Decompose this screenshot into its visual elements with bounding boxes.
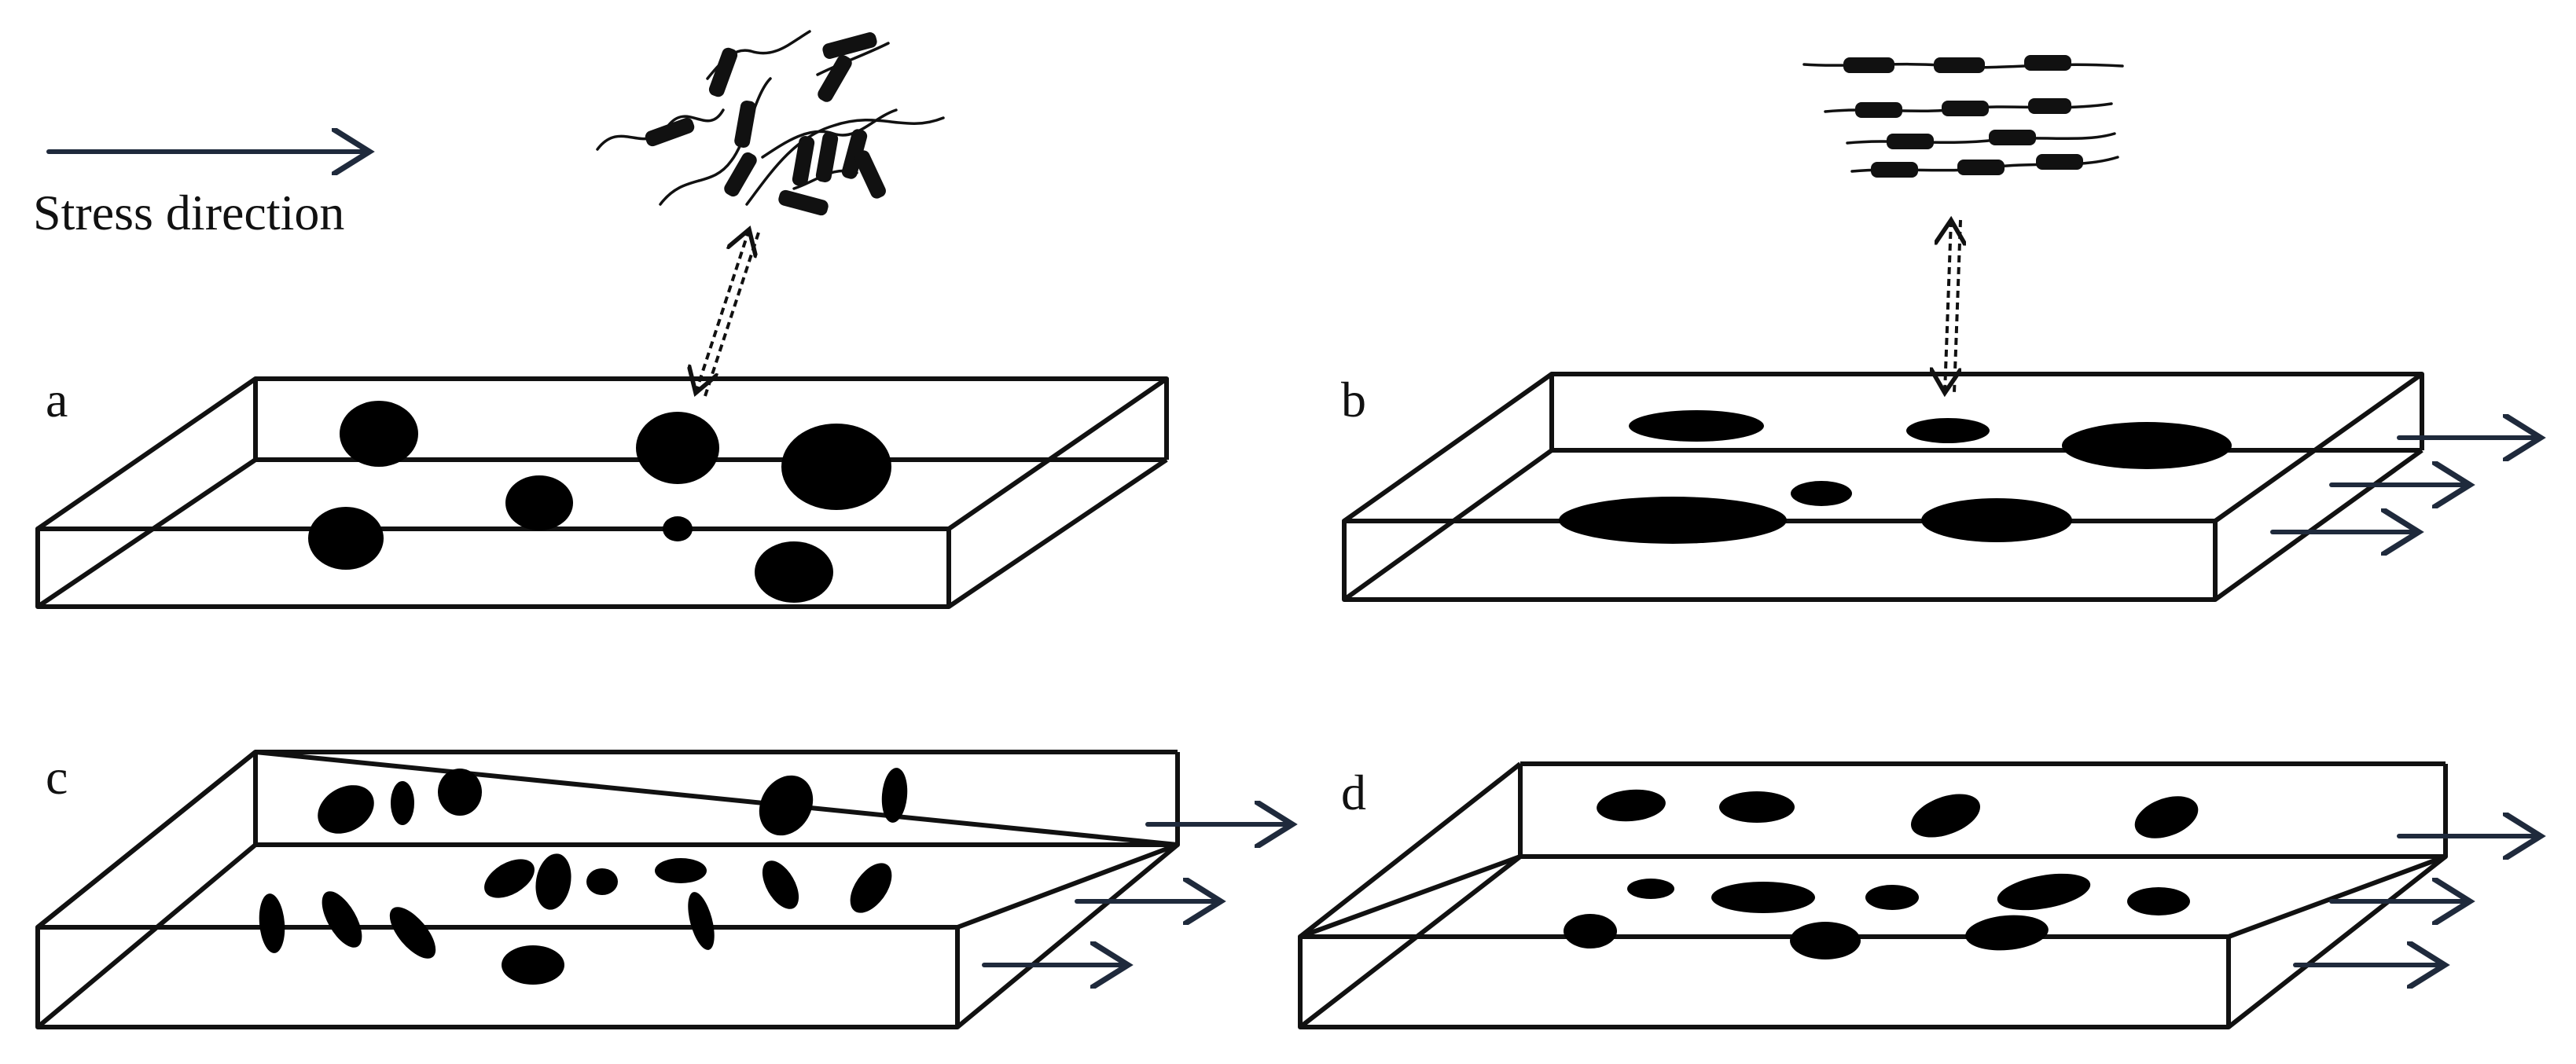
aligned-chain-inset xyxy=(1802,55,2124,393)
slab-d xyxy=(1298,761,2448,1029)
panel-label-a: a xyxy=(46,372,68,427)
slab-c xyxy=(35,750,1180,1029)
slab-a xyxy=(35,376,1169,609)
tumbling-particles xyxy=(259,768,908,985)
force-arrows-b xyxy=(2270,438,2541,532)
force-arrows-c xyxy=(982,824,1292,965)
panel-c: c xyxy=(35,749,1292,1029)
spherical-particles xyxy=(308,401,891,603)
panel-b: b xyxy=(1341,55,2541,602)
panel-label-b: b xyxy=(1341,372,1366,427)
deformed-particles xyxy=(1564,789,2199,959)
stress-direction-label: Stress direction xyxy=(33,185,344,240)
stress-direction-legend: Stress direction xyxy=(33,152,369,240)
panel-label-d: d xyxy=(1341,765,1366,820)
panel-a: a xyxy=(35,30,1169,609)
panel-label-c: c xyxy=(46,749,68,805)
slab-b xyxy=(1342,372,2424,602)
elongated-particles xyxy=(1559,410,2232,544)
panel-d: d xyxy=(1298,761,2541,1029)
random-chain-inset xyxy=(596,30,945,396)
force-arrows-d xyxy=(2293,836,2541,965)
